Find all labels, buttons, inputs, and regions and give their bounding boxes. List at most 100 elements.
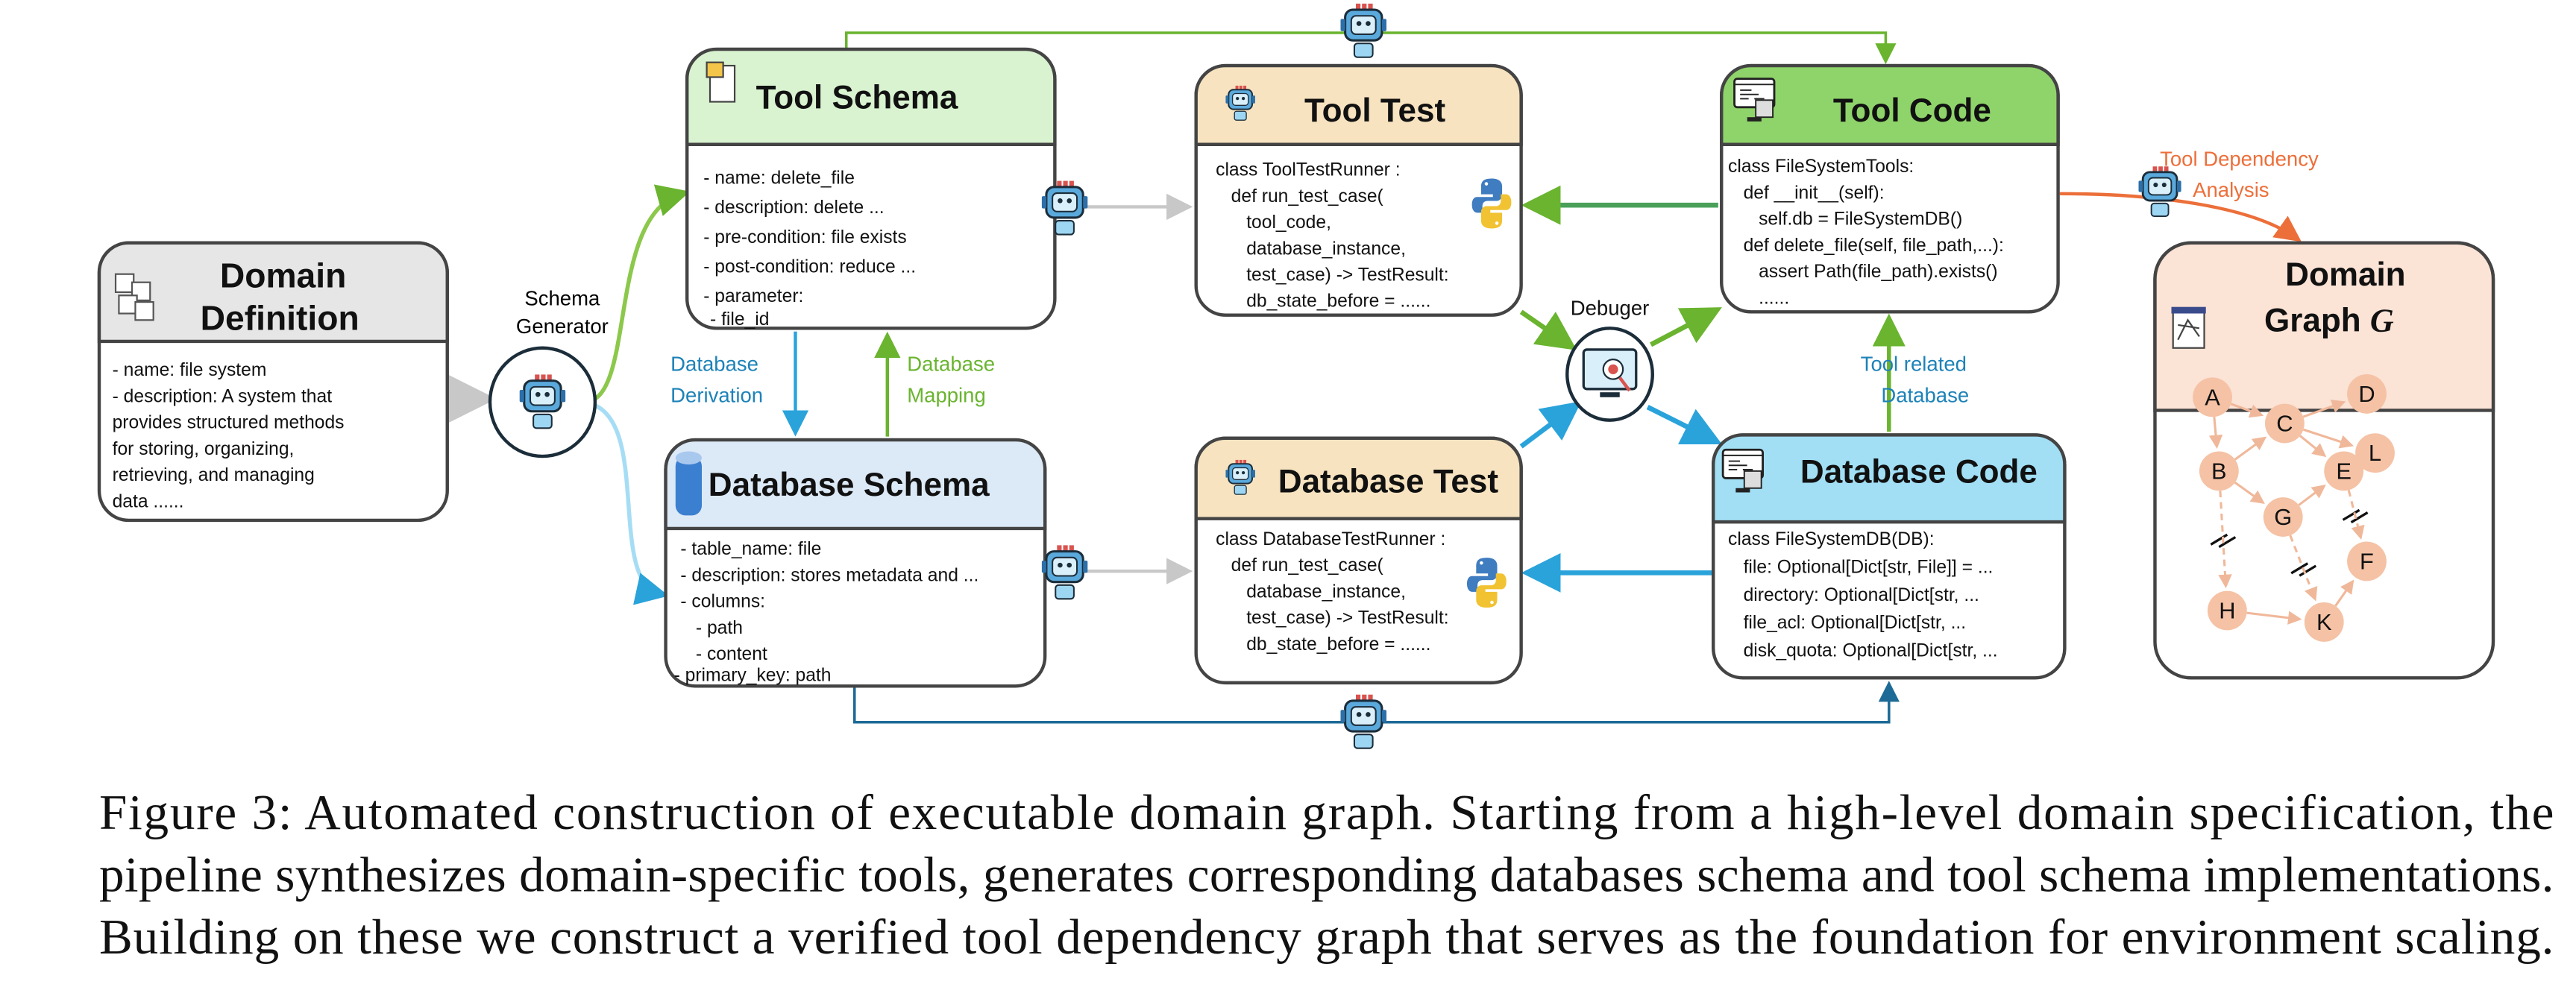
domain-definition-box: Domain Definition - name: file system - … xyxy=(97,241,449,523)
line: retrieving, and managing xyxy=(113,465,315,485)
line: test_case) -> TestResult: xyxy=(1216,608,1448,628)
debugger-label: Debuger xyxy=(1571,297,1650,320)
graph-node-G xyxy=(2263,497,2303,537)
graph-edge-B-G xyxy=(2234,482,2265,505)
line: - name: delete_file xyxy=(703,168,855,189)
graph-edge-B-H xyxy=(2218,491,2232,589)
break-mark xyxy=(2210,533,2228,546)
caption-line-1: Figure 3: Automated construction of exec… xyxy=(99,784,2554,840)
line: - file_id xyxy=(710,309,769,330)
graph-node-H xyxy=(2207,590,2247,631)
line: tool_code, xyxy=(1216,212,1331,233)
graph-edge-A-B xyxy=(2208,416,2223,450)
database-derivation-label-1: Database xyxy=(670,353,758,376)
caption-line-3: Building on these we construct a verifie… xyxy=(99,909,2554,965)
debugger: Debuger xyxy=(1565,297,1654,422)
graph-node-B xyxy=(2199,451,2239,491)
line: - primary_key: path xyxy=(674,666,832,686)
graph-node-label: L xyxy=(2369,440,2381,466)
break-mark xyxy=(2350,511,2369,524)
line: def delete_file(self, file_path,...): xyxy=(1728,236,2004,256)
graph-node-label: D xyxy=(2358,381,2375,407)
tool-code-title: Tool Code xyxy=(1833,92,1991,129)
break-mark xyxy=(2218,536,2237,549)
domain-definition-title-1: Domain xyxy=(220,256,346,294)
tool-related-label-2: Database xyxy=(1881,383,1969,406)
line: class ToolTestRunner : xyxy=(1216,160,1400,180)
graph-node-label: C xyxy=(2276,411,2293,437)
schema-generator-label-1: Schema xyxy=(524,287,600,310)
line: database_instance, xyxy=(1216,239,1406,259)
database-mapping-label-1: Database xyxy=(907,353,995,376)
line: class FileSystemDB(DB): xyxy=(1728,529,1935,549)
break-mark xyxy=(2299,564,2317,577)
graph-node-F xyxy=(2347,541,2387,581)
graph-board-icon xyxy=(2171,306,2206,349)
tool-schema-box: Tool Schema - name: delete_file - descri… xyxy=(685,47,1057,330)
tool-schema-title: Tool Schema xyxy=(756,79,958,116)
line: file: Optional[Dict[str, File]] = ... xyxy=(1728,557,1993,577)
line: class FileSystemTools: xyxy=(1728,157,1914,177)
graph-node-L xyxy=(2355,433,2395,473)
line: file_acl: Optional[Dict[str, ... xyxy=(1728,613,1966,633)
line: for storing, organizing, xyxy=(113,439,295,459)
line: provides structured methods xyxy=(113,413,345,433)
graph-edge-C-D xyxy=(2302,400,2346,418)
line: def run_test_case( xyxy=(1216,555,1383,576)
graph-node-label: A xyxy=(2205,384,2220,410)
arrow-tool-test-to-debugger xyxy=(1519,309,1577,350)
line: - content xyxy=(680,644,767,664)
line: - table_name: file xyxy=(680,539,821,559)
graph-node-C xyxy=(2264,403,2305,444)
graph-edge-A-C xyxy=(2230,403,2264,418)
arrow-db-test-to-debugger xyxy=(1519,401,1582,449)
tool-dependency-label-2: Analysis xyxy=(2193,178,2269,201)
robot-icon xyxy=(1340,694,1387,750)
database-mapping-label-2: Mapping xyxy=(907,383,986,406)
graph-node-label: E xyxy=(2336,458,2352,484)
line: - description: A system that xyxy=(113,386,333,406)
domain-definition-title-2: Definition xyxy=(201,299,359,338)
database-test-box: Database Test class DatabaseTestRunner :… xyxy=(1194,436,1523,685)
database-code-box: Database Code class FileSystemDB(DB): fi… xyxy=(1712,433,2067,680)
line: class DatabaseTestRunner : xyxy=(1216,529,1445,549)
arrow-generator-to-database-schema xyxy=(594,403,669,605)
database-code-title: Database Code xyxy=(1800,453,2038,490)
schema-generator: Schema Generator xyxy=(488,287,609,458)
caption-line-2: pipeline synthesizes domain-specific too… xyxy=(99,846,2554,902)
line: disk_quota: Optional[Dict[str, ... xyxy=(1728,641,1998,661)
line: - parameter: xyxy=(703,286,803,306)
graph-node-label: K xyxy=(2316,609,2332,635)
document-icon xyxy=(706,61,736,103)
line: - description: stores metadata and ... xyxy=(680,565,978,585)
line: - columns: xyxy=(680,592,765,612)
arrow-debugger-to-tool-code xyxy=(1650,307,1722,347)
arrow-tool-dependency xyxy=(2059,192,2302,242)
graph-edge-G-E xyxy=(2298,484,2326,506)
line: assert Path(file_path).exists() xyxy=(1728,262,1998,282)
database-schema-title: Database Schema xyxy=(709,467,990,503)
arrow-debugger-to-db-code xyxy=(1646,405,1723,444)
tool-code-box: Tool Code class FileSystemTools: def __i… xyxy=(1720,63,2060,314)
line: - pre-condition: file exists xyxy=(703,227,907,248)
robot-icon xyxy=(1340,3,1387,59)
graph-node-label: F xyxy=(2360,548,2374,574)
database-derivation-label-2: Derivation xyxy=(670,383,763,406)
tool-test-box: Tool Test class ToolTestRunner : def run… xyxy=(1194,63,1523,317)
graph-node-label: G xyxy=(2274,504,2292,530)
line: self.db = FileSystemDB() xyxy=(1728,209,1962,230)
graph-node-E xyxy=(2324,451,2364,491)
domain-graph-title-2: Graph G xyxy=(2264,303,2394,339)
graph-node-label: B xyxy=(2211,458,2227,484)
robot-icon xyxy=(1041,544,1088,600)
schema-generator-label-2: Generator xyxy=(516,315,609,338)
break-mark xyxy=(2290,562,2309,575)
graph-edge-C-E xyxy=(2299,435,2327,458)
line: def __init__(self): xyxy=(1728,183,1885,203)
graph-node-K xyxy=(2304,602,2344,642)
graph-edge-H-K xyxy=(2246,611,2302,625)
line: def run_test_case( xyxy=(1216,186,1383,207)
graph-edge-E-F xyxy=(2347,490,2365,540)
graph-node-A xyxy=(2193,377,2232,417)
